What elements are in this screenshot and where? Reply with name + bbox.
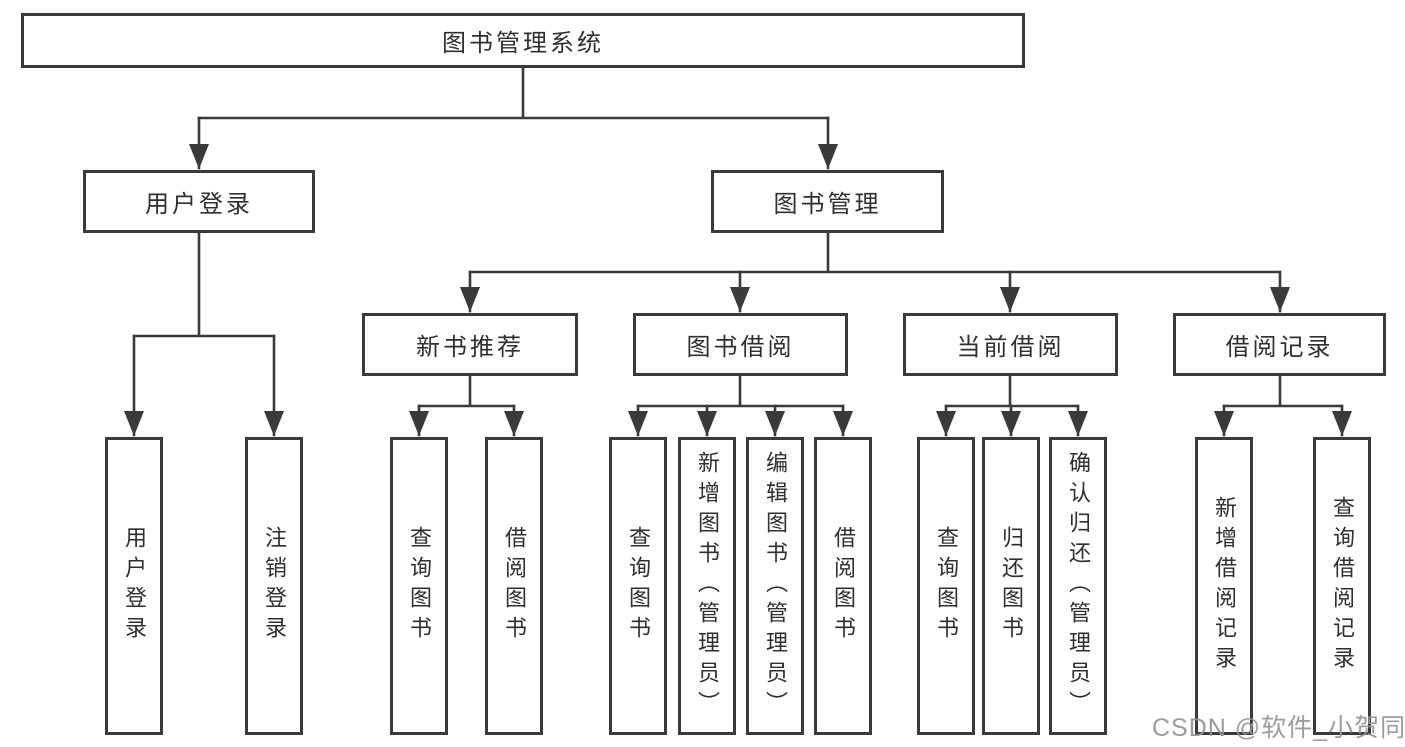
node-library-management-system: 图书管理系统 [21, 13, 1025, 68]
node-user-login: 用户登录 [83, 170, 315, 233]
node-label: 新增借阅记录 [1212, 496, 1237, 676]
leaf-user-login: 用户登录 [105, 437, 163, 735]
connector-current-borrow [944, 374, 1080, 408]
node-label: 借阅图书 [502, 526, 527, 646]
node-book-borrow: 图书借阅 [633, 313, 848, 376]
csdn-watermark: CSDN @软件_小贺同学 [1152, 714, 1405, 742]
leaf-logout: 注销登录 [245, 437, 303, 735]
leaf-query-books-recommend: 查询图书 [390, 437, 448, 735]
node-label: 图书管理 [773, 191, 882, 218]
leaf-borrow-books-recommend: 借阅图书 [485, 437, 543, 735]
node-label: 当前借阅 [956, 334, 1065, 361]
node-borrow-records: 借阅记录 [1173, 313, 1386, 376]
node-label: 确认归还（管理员） [1066, 451, 1091, 721]
connector-book-management [468, 231, 1282, 274]
node-label: 用户登录 [145, 191, 253, 218]
node-new-book-recommend: 新书推荐 [362, 313, 578, 376]
connector-new-book-recommend [417, 374, 516, 408]
node-label: 用户登录 [122, 526, 147, 646]
leaf-edit-book-admin: 编辑图书（管理员） [746, 437, 804, 735]
connector-root [197, 65, 830, 120]
node-label: 查询图书 [407, 526, 432, 646]
node-label: 查询借阅记录 [1330, 496, 1355, 676]
node-label: 归还图书 [999, 526, 1024, 646]
node-label: 新增图书（管理员） [695, 451, 720, 721]
node-label: 新书推荐 [416, 334, 524, 361]
connector-user-login [132, 231, 276, 338]
node-label: 借阅图书 [831, 526, 856, 646]
leaf-confirm-return-admin: 确认归还（管理员） [1049, 437, 1107, 735]
node-current-borrow: 当前借阅 [903, 313, 1118, 376]
node-label: 编辑图书（管理员） [763, 451, 788, 721]
node-label: 图书管理系统 [442, 30, 604, 57]
node-label: 查询图书 [934, 526, 959, 646]
leaf-query-books-borrow: 查询图书 [609, 437, 667, 735]
node-label: 注销登录 [262, 526, 287, 646]
leaf-query-books-current: 查询图书 [917, 437, 975, 735]
leaf-add-borrow-record: 新增借阅记录 [1195, 437, 1253, 735]
node-label: 图书借阅 [686, 334, 795, 361]
node-book-management: 图书管理 [711, 170, 944, 233]
leaf-return-book: 归还图书 [982, 437, 1040, 735]
leaf-add-book-admin: 新增图书（管理员） [678, 437, 736, 735]
connector-borrow-records [1222, 374, 1344, 408]
node-label: 查询图书 [626, 526, 651, 646]
node-label: 借阅记录 [1225, 334, 1334, 361]
leaf-borrow-books: 借阅图书 [814, 437, 872, 735]
leaf-query-borrow-record: 查询借阅记录 [1313, 437, 1371, 735]
connector-book-borrow [636, 374, 845, 408]
